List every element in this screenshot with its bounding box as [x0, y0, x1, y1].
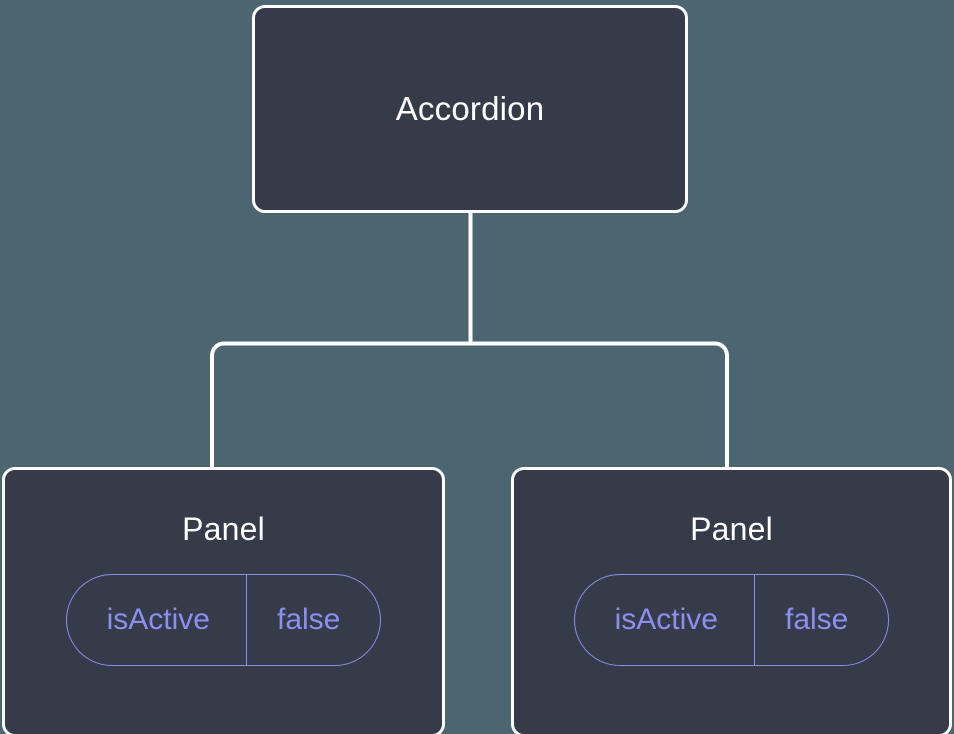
- node-panel-2-title: Panel: [690, 511, 773, 547]
- state-badge-panel-2-key: isActive: [575, 575, 755, 666]
- state-badge-panel-2-value: false: [784, 603, 849, 637]
- connector-branch-right: [470, 341, 729, 468]
- state-badge-panel-1[interactable]: isActive false: [65, 574, 382, 667]
- node-panel-2[interactable]: Panel isActive false: [511, 467, 952, 734]
- state-badge-panel-1-key: isActive: [67, 575, 247, 666]
- node-accordion-title: Accordion: [395, 89, 545, 127]
- state-badge-panel-2[interactable]: isActive false: [573, 574, 890, 667]
- state-badge-panel-1-value: false: [276, 603, 341, 637]
- connector-branch-left: [210, 341, 471, 468]
- node-panel-1-title: Panel: [182, 511, 265, 547]
- node-accordion[interactable]: Accordion: [252, 5, 688, 213]
- node-panel-1[interactable]: Panel isActive false: [2, 467, 445, 734]
